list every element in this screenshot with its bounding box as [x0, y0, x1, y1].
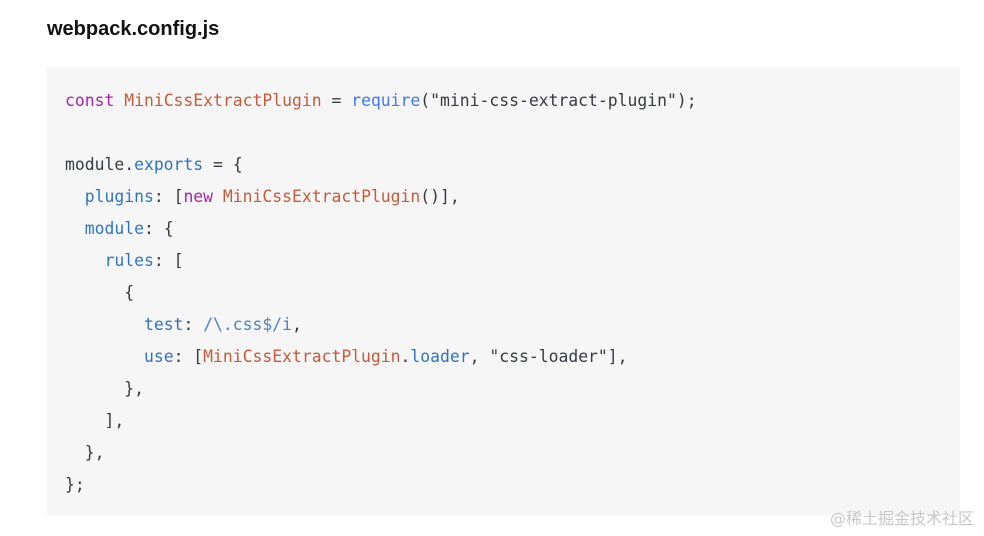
code-line: use: [MiniCssExtractPlugin.loader, "css-… [65, 341, 697, 373]
code-token: module [84, 219, 144, 238]
code-token [65, 219, 85, 238]
code-line: }; [65, 469, 697, 501]
code-token [65, 251, 104, 270]
code-token: const [65, 91, 115, 110]
code-token: = [321, 91, 352, 110]
code-token [65, 187, 85, 206]
code-content: const MiniCssExtractPlugin = require("mi… [65, 85, 697, 501]
code-token: rules [104, 251, 154, 270]
code-token: = { [203, 155, 243, 174]
code-token: MiniCssExtractPlugin [222, 187, 421, 206]
file-title: webpack.config.js [47, 18, 220, 40]
code-token: . [400, 347, 411, 366]
code-line: { [65, 277, 697, 309]
code-token: ("mini-css-extract-plugin"); [420, 91, 697, 110]
code-token: new [183, 187, 214, 206]
code-token: : { [143, 219, 174, 238]
code-token: exports [134, 155, 204, 174]
code-line: }, [65, 437, 697, 469]
code-token: loader [410, 347, 470, 366]
code-line: ], [65, 405, 697, 437]
code-token: , "css-loader"], [469, 347, 628, 366]
code-token: }; [65, 475, 85, 494]
code-token: ], [65, 411, 125, 430]
code-token: /\.css$/i [203, 315, 292, 334]
code-token: : [183, 315, 204, 334]
code-token: : [ [173, 347, 204, 366]
code-line: }, [65, 373, 697, 405]
code-token: MiniCssExtractPlugin [124, 91, 322, 110]
code-token: module. [65, 155, 135, 174]
code-token [114, 91, 124, 110]
code-line [65, 117, 697, 149]
code-token: use [143, 347, 174, 366]
code-token: }, [65, 443, 105, 462]
code-token [213, 187, 223, 206]
code-line: module.exports = { [65, 149, 697, 181]
code-block: const MiniCssExtractPlugin = require("mi… [47, 67, 960, 515]
code-line: plugins: [new MiniCssExtractPlugin()], [65, 181, 697, 213]
code-token: ()], [420, 187, 460, 206]
code-token: MiniCssExtractPlugin [203, 347, 401, 366]
code-token [65, 315, 144, 334]
code-token [65, 347, 144, 366]
code-token: test [143, 315, 184, 334]
code-token: require [351, 91, 421, 110]
code-token: : [ [153, 251, 184, 270]
code-token: plugins [84, 187, 154, 206]
code-line: module: { [65, 213, 697, 245]
code-line: rules: [ [65, 245, 697, 277]
code-line: test: /\.css$/i, [65, 309, 697, 341]
code-line: const MiniCssExtractPlugin = require("mi… [65, 85, 697, 117]
watermark: @稀土掘金技术社区 [829, 509, 974, 528]
code-token: }, [65, 379, 144, 398]
code-token: : [ [153, 187, 184, 206]
code-token: { [65, 283, 135, 302]
code-token: , [292, 315, 302, 334]
